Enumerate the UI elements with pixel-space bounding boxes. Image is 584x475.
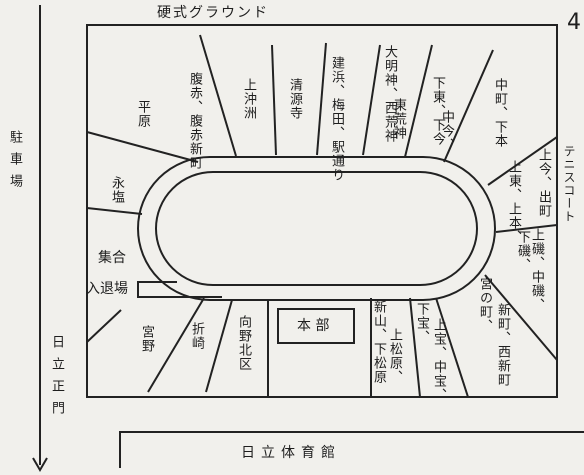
track-inner (155, 171, 478, 286)
zone-label: 宮の町、 (477, 277, 492, 333)
zone-label: 大明神、西荒神 (382, 45, 397, 143)
header-title: 硬式グラウンド (157, 5, 269, 21)
zone-dividers-top (86, 34, 494, 163)
zone-label: 東荒神 (391, 98, 406, 140)
zone-label: 上今、出町 (536, 148, 551, 218)
zone-label: 中今、 (439, 110, 454, 152)
page-mark: 4 (567, 10, 581, 35)
hq-label: 本 部 (297, 318, 330, 334)
parking-label: 駐車場 (7, 130, 22, 196)
down-arrow-icon (32, 457, 48, 472)
zone-label: 上松原、 (387, 328, 402, 384)
zone-label: 上磯、中磯、 (529, 228, 544, 312)
zone-label: 折崎 (189, 322, 204, 350)
zone-label: 永塩 (109, 176, 124, 204)
hq-box (277, 308, 355, 344)
zone-label: 上東、上本、 (506, 160, 521, 244)
zone-label: 下磯、 (515, 230, 530, 272)
zone-dividers-bottom (86, 274, 558, 398)
zone-label: 清源寺 (287, 78, 302, 120)
zone-label: 上沖洲 (241, 78, 256, 120)
gymnasium-outline (119, 431, 584, 468)
zone-label: 下東、下今 (430, 76, 445, 146)
zone-label: 腹赤、腹赤新町 (187, 72, 202, 170)
gymnasium-label: 日立体育館 (241, 445, 341, 461)
entry-lane (137, 281, 222, 298)
zone-label: 入退場 (86, 281, 128, 297)
track-outer (137, 156, 496, 301)
tennis-court-label: テニスコート (562, 145, 576, 223)
zone-label: 平原 (135, 100, 150, 128)
gate-label: 日立正門 (49, 335, 64, 423)
zone-label: 建浜、梅田、駅通り (329, 56, 344, 182)
zone-label: 上宝、中宝、 (431, 318, 446, 402)
field-boundary (86, 24, 558, 398)
zone-label: 集合 (98, 250, 126, 266)
zone-label: 宮野 (139, 325, 154, 353)
zone-label: 中町、下本 (492, 78, 507, 148)
zone-dividers-side (86, 136, 558, 233)
zone-label: 向野北区 (236, 315, 251, 371)
zone-label: 下宝、 (414, 302, 429, 344)
zone-label: 新町、西新町 (495, 303, 510, 387)
zone-label: 新山、下松原 (371, 300, 386, 384)
